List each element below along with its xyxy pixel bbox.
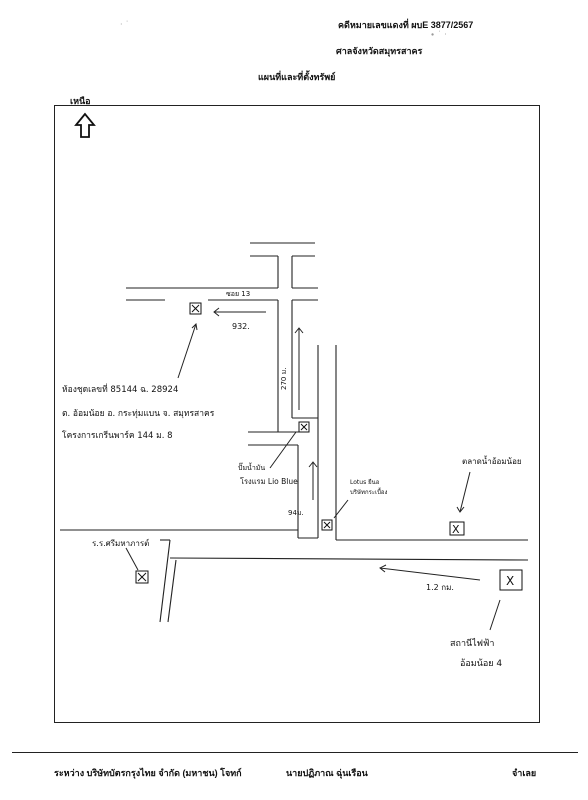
court-name: ศาลจังหวัดสมุทรสาคร (336, 46, 423, 56)
case-number: คดีหมายเลขแดงที่ ผบE 3877/2567 (338, 20, 474, 30)
electric-label-line1: สถานีไฟฟ้า (450, 638, 494, 649)
property-marker-icon (189, 302, 202, 315)
plaintiff-text: ระหว่าง บริษัทบัตรกรุงไทย จำกัด (มหาชน) … (54, 768, 242, 778)
scan-noise: · ˙ (120, 20, 130, 29)
north-label: เหนือ (70, 96, 91, 106)
school-label: ร.ร.ศรีมหาภารต์ (92, 538, 149, 548)
svg-text:X: X (506, 574, 514, 588)
school-marker-icon (135, 570, 149, 584)
defendant-role: จำเลย (512, 768, 537, 778)
property-label-line2: ต. อ้อมน้อย อ. กระทุ่มแบน จ. สมุทรสาคร (62, 408, 215, 419)
scan-noise: ∙ ˙ · (430, 30, 447, 39)
footer-divider (12, 752, 578, 753)
north-arrow-icon (74, 112, 96, 138)
electric-label-line2: อ้อมน้อย 4 (460, 658, 502, 669)
soi-label: ซอย 13 (226, 290, 250, 298)
market-label: ตลาดน้ำอ้อมน้อย (462, 455, 522, 466)
shop-marker-icon (321, 519, 333, 531)
gas-station-marker-icon (298, 421, 310, 433)
electric-station-marker-icon: X (499, 569, 523, 591)
direction-arrows (125, 307, 501, 631)
property-label-line1: ห้องชุดเลขที่ 85144 ฉ. 28924 (62, 383, 178, 395)
gas-station-label-line2: โรงแรม Lio Blue (240, 477, 298, 486)
roads (60, 242, 529, 623)
map-title: แผนที่และที่ตั้งทรัพย์ (258, 72, 336, 82)
svg-text:X: X (452, 523, 460, 536)
distance-up-label: 94ม. (288, 509, 304, 517)
map-frame (54, 105, 540, 723)
shop-label-line1: Lotus ยืนอ (350, 478, 380, 486)
gas-station-label-line1: ปั๊มน้ำมัน (238, 461, 265, 472)
market-marker-icon: X (449, 521, 465, 536)
shop-label-line2: บริษัทกระเบื้อง (350, 486, 387, 496)
property-label-line3: โครงการเกรีนพาร์ค 144 ม. 8 (62, 430, 173, 441)
defendant-name: นายปฏิภาณ ฉุ่นเรือน (286, 768, 368, 778)
distance-vertical-label: 270 ม. (280, 368, 288, 390)
distance-right-label: 932. (232, 322, 250, 331)
distance-main-label: 1.2 กม. (426, 583, 454, 592)
